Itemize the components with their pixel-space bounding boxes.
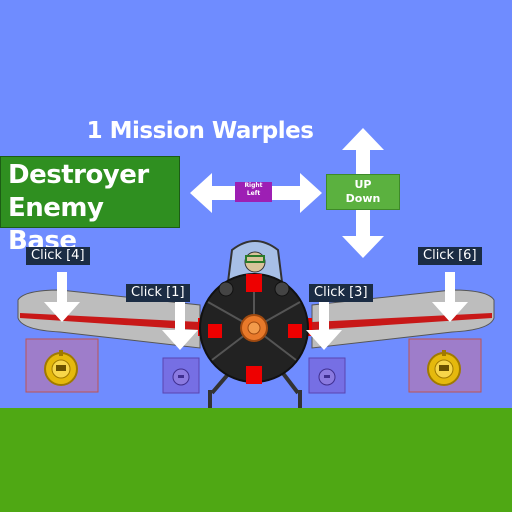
down-arrow-icon-4 xyxy=(44,272,80,322)
mission-objective-text: Destroyer Enemy Base xyxy=(8,159,179,258)
plane-fuselage xyxy=(198,273,312,384)
click-label-1[interactable]: Click [1] xyxy=(126,284,190,302)
down-arrow-icon-6 xyxy=(432,272,468,322)
right-left-button[interactable]: Right Left xyxy=(235,182,272,202)
target-box-1[interactable] xyxy=(162,357,200,394)
up-label: UP xyxy=(354,178,372,191)
click-label-6[interactable]: Click [6] xyxy=(418,247,482,265)
click-label-3[interactable]: Click [3] xyxy=(309,284,373,302)
target-box-4[interactable] xyxy=(25,338,99,393)
ground xyxy=(0,408,512,512)
left-label: Left xyxy=(246,190,261,197)
mission-line-1: Destroyer xyxy=(8,160,149,190)
mission-objective-panel: Destroyer Enemy Base xyxy=(0,156,180,256)
up-down-button[interactable]: UP Down xyxy=(326,174,400,210)
down-arrow-icon-1 xyxy=(162,300,198,350)
click-label-4[interactable]: Click [4] xyxy=(26,247,90,265)
down-arrow-icon-3 xyxy=(306,300,342,350)
target-box-3[interactable] xyxy=(308,357,346,394)
target-box-6[interactable] xyxy=(408,338,482,393)
down-label: Down xyxy=(345,192,381,205)
mission-title: 1 Mission Warples xyxy=(86,118,314,144)
right-label: Right xyxy=(244,182,263,189)
